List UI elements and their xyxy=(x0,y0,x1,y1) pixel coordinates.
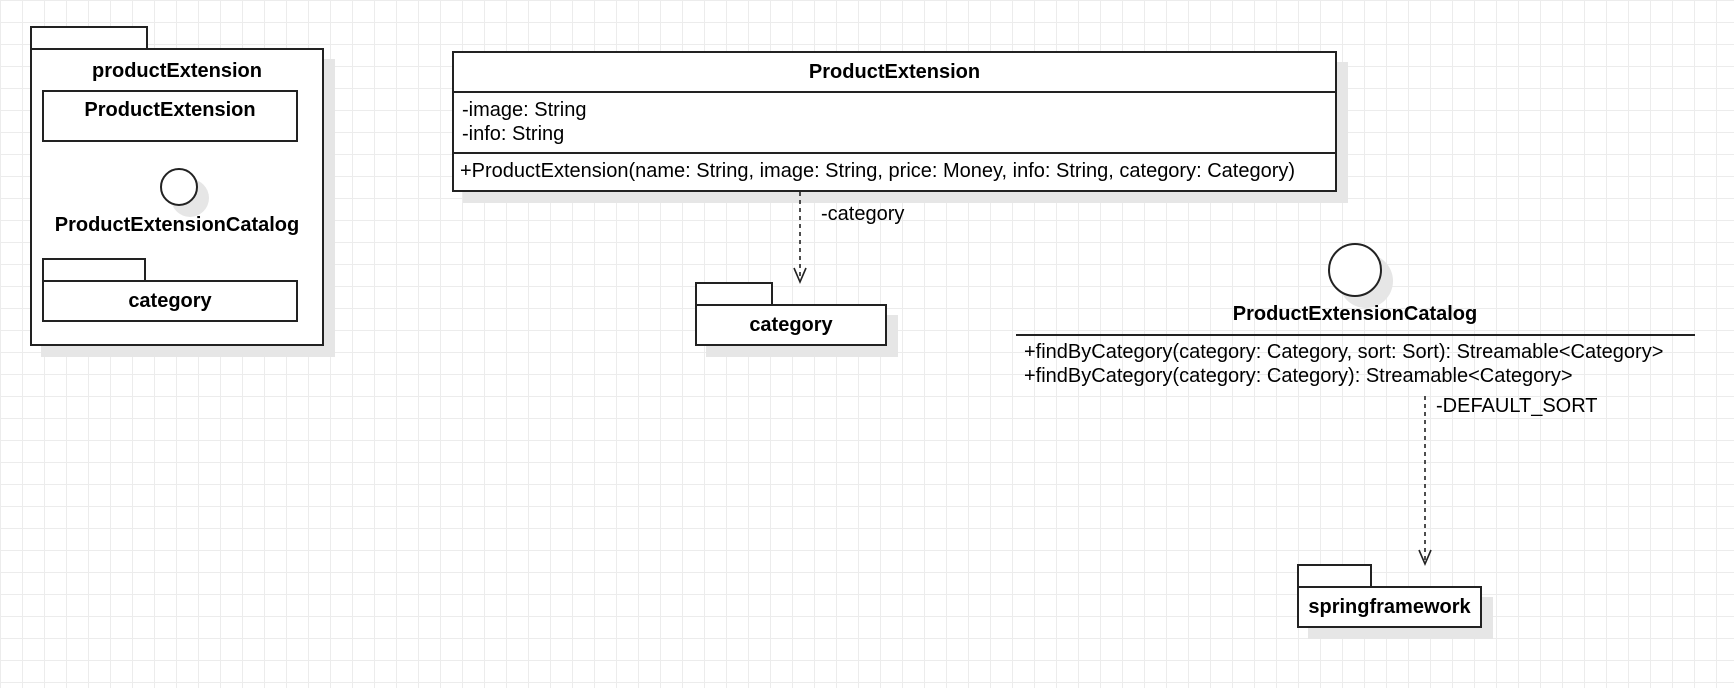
interface-label: ProductExtensionCatalog xyxy=(54,214,300,236)
catalog-operation-with-sort: +findByCategory(category: Category, sort… xyxy=(1024,341,1664,363)
attribute-image: -image: String xyxy=(462,99,587,121)
dependency-edge-category[interactable] xyxy=(793,192,807,285)
class-label: ProductExtension xyxy=(84,99,256,121)
catalog-interface-divider xyxy=(1016,334,1695,336)
subpackage-category-mini[interactable]: category xyxy=(42,280,298,322)
operation-constructor: +ProductExtension(name: String, image: S… xyxy=(460,160,1296,182)
subpackage-tab xyxy=(42,258,146,282)
package-productextension[interactable]: productExtension ProductExtension Produc… xyxy=(30,48,324,346)
package-tab-productextension xyxy=(30,26,148,50)
package-title: productExtension xyxy=(91,60,262,82)
category-package-label: category xyxy=(749,314,833,336)
springframework-package-tab xyxy=(1297,564,1372,588)
catalog-operation-without-sort: +findByCategory(category: Category): Str… xyxy=(1024,365,1573,387)
class-divider-1 xyxy=(454,91,1335,93)
class-productextension-mini[interactable]: ProductExtension xyxy=(42,90,298,142)
interface-circle-icon[interactable] xyxy=(160,168,198,206)
catalog-interface-name: ProductExtensionCatalog xyxy=(1232,303,1478,325)
category-package-tab xyxy=(695,282,773,306)
edge-label-category: -category xyxy=(821,203,905,225)
springframework-package[interactable]: springframework xyxy=(1297,586,1482,628)
class-name: ProductExtension xyxy=(808,61,981,83)
springframework-package-label: springframework xyxy=(1308,596,1471,618)
interface-lollipop-icon[interactable] xyxy=(1328,243,1382,297)
dependency-edge-default-sort[interactable] xyxy=(1418,396,1432,567)
category-package[interactable]: category xyxy=(695,304,887,346)
class-divider-2 xyxy=(454,152,1335,154)
class-productextension[interactable]: ProductExtension -image: String -info: S… xyxy=(452,51,1337,192)
subpackage-label: category xyxy=(128,290,212,312)
edge-label-default-sort: -DEFAULT_SORT xyxy=(1436,395,1598,417)
attribute-info: -info: String xyxy=(462,123,565,145)
